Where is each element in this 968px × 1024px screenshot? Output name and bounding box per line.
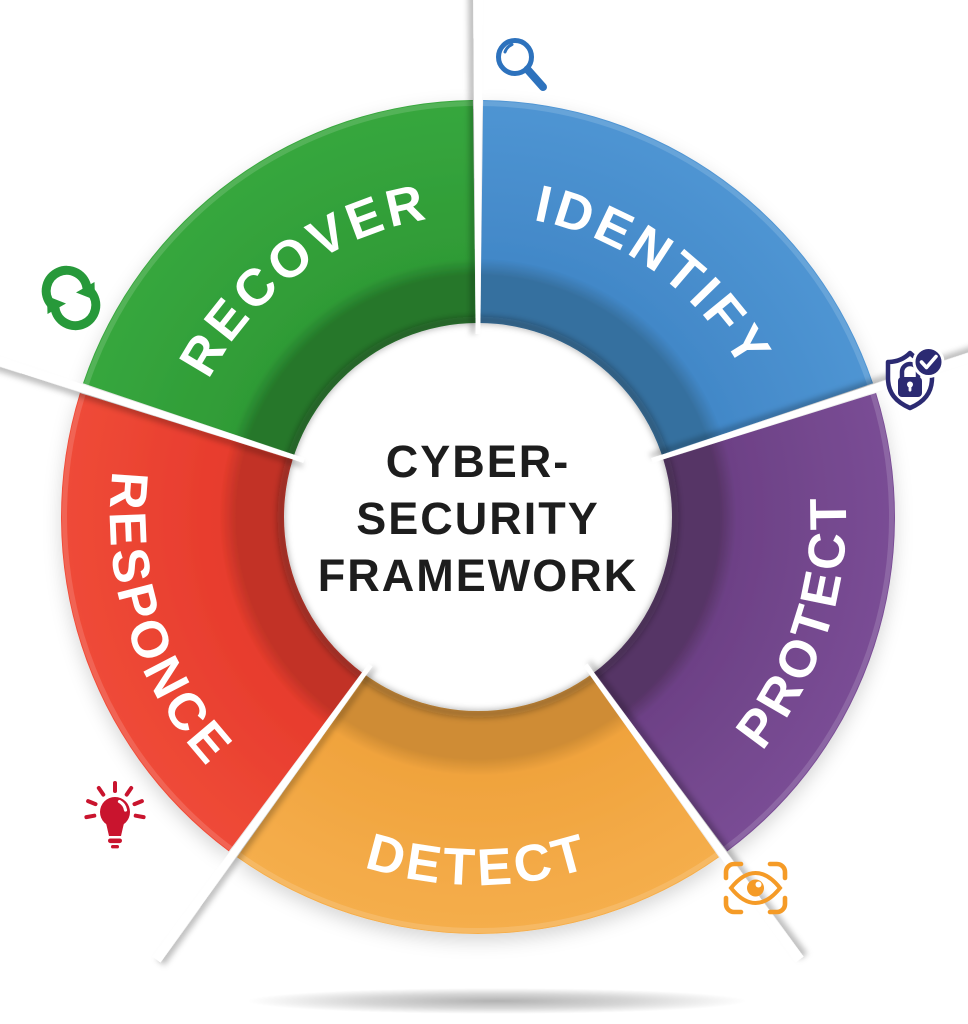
center-circle [284,323,672,711]
segment-divider [152,663,373,963]
segment-identify [480,100,873,456]
recycle-icon [41,265,101,331]
segment-detect [237,674,719,934]
center-title-line-3: FRAMEWORK [318,550,638,601]
segment-recover [83,100,476,456]
center-title-line-1: CYBER- [386,436,571,487]
lightbulb-icon [84,781,146,849]
segment-protect [593,393,895,852]
shield-lock-check-icon [885,346,945,411]
center-title-line-2: SECURITY [356,493,600,544]
eye-scan-icon [723,861,788,915]
segment-responce [61,393,363,852]
center-title: CYBER- SECURITY FRAMEWORK [318,436,638,601]
magnifier-icon [496,38,547,91]
ring [61,100,895,934]
segment-divider [0,343,305,463]
ground-shadow [247,988,747,1014]
segment-divider [473,0,483,334]
